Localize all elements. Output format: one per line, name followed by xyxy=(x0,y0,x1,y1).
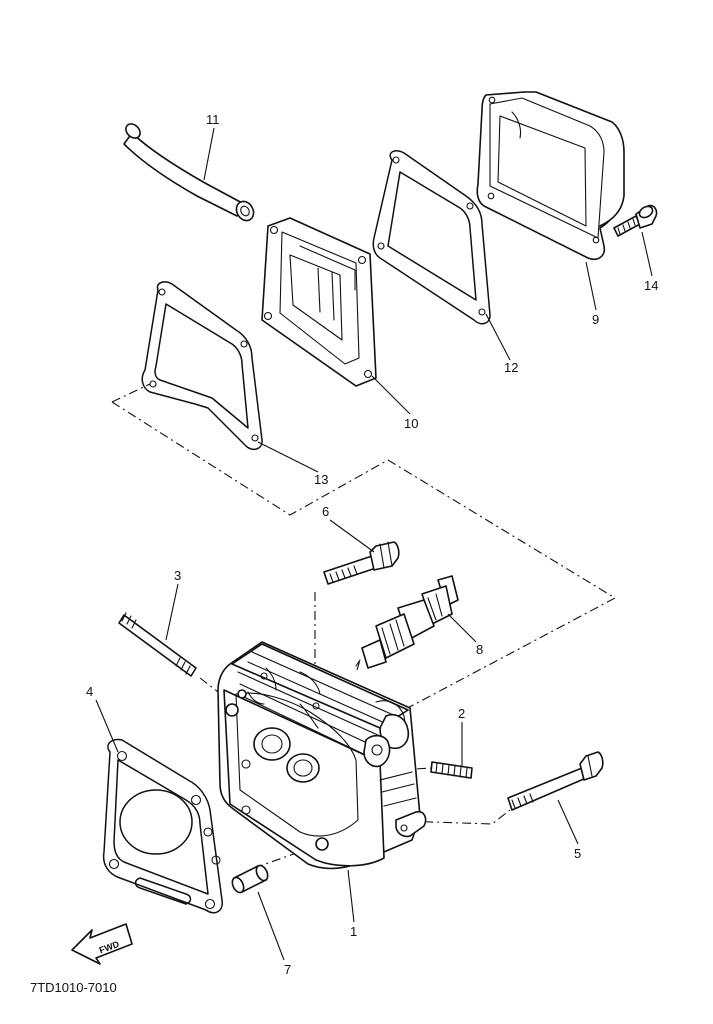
callout-12: 12 xyxy=(504,360,518,375)
stud-long xyxy=(118,612,197,677)
callout-labels: 11 12 9 14 10 13 6 3 8 2 5 4 1 7 xyxy=(86,112,658,977)
callout-5: 5 xyxy=(574,846,581,861)
valve-cover xyxy=(476,91,625,261)
head-gasket xyxy=(102,738,223,914)
flange-bolt-upper xyxy=(323,541,400,585)
cylinder-head xyxy=(217,641,427,870)
callout-7: 7 xyxy=(284,962,291,977)
callout-14: 14 xyxy=(644,278,658,293)
leader-lines xyxy=(95,127,653,961)
callout-9: 9 xyxy=(592,312,599,327)
breather-gasket xyxy=(141,281,263,451)
dowel-pin xyxy=(231,864,269,894)
callout-4: 4 xyxy=(86,684,93,699)
callout-8: 8 xyxy=(476,642,483,657)
callout-2: 2 xyxy=(458,706,465,721)
callout-13: 13 xyxy=(314,472,328,487)
callout-3: 3 xyxy=(174,568,181,583)
drawing-code: 7TD1010-7010 xyxy=(30,980,117,995)
callout-6: 6 xyxy=(322,504,329,519)
spark-plug xyxy=(355,575,459,669)
breather-plate xyxy=(261,217,377,387)
stud-short xyxy=(430,761,473,779)
callout-10: 10 xyxy=(404,416,418,431)
cover-gasket xyxy=(372,150,491,325)
callout-1: 1 xyxy=(350,924,357,939)
flange-bolt-small xyxy=(613,204,658,237)
flange-bolt-long xyxy=(507,751,604,811)
breather-hose xyxy=(123,123,255,222)
fwd-arrow-icon: FWD xyxy=(71,923,133,965)
callout-11: 11 xyxy=(206,112,220,127)
